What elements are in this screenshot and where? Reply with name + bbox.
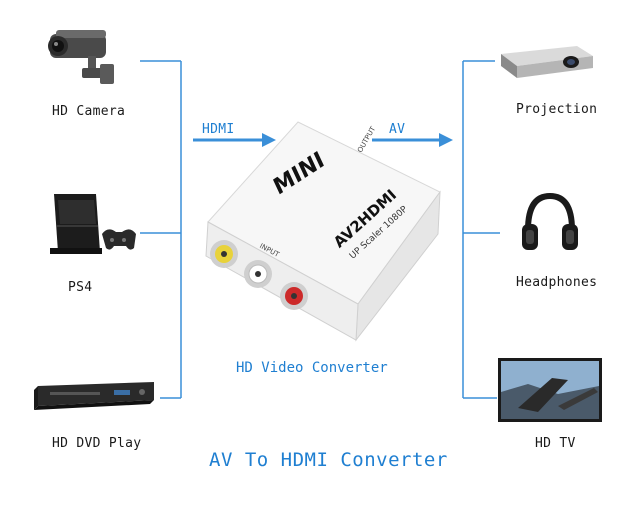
dvd-player-icon bbox=[34, 382, 154, 410]
red-rca-jack bbox=[280, 282, 308, 310]
projection-label: Projection bbox=[516, 102, 598, 117]
yellow-rca-jack bbox=[210, 240, 238, 268]
camera-label: HD Camera bbox=[52, 104, 126, 119]
camera-icon bbox=[48, 30, 114, 84]
ps4-label: PS4 bbox=[68, 280, 93, 295]
hdmi-label: HDMI bbox=[202, 122, 235, 137]
av-label: AV bbox=[389, 122, 406, 137]
headphones-icon bbox=[522, 192, 578, 250]
converter-caption: HD Video Converter bbox=[236, 360, 388, 376]
headphones-label: Headphones bbox=[516, 275, 598, 290]
page-title: AV To HDMI Converter bbox=[209, 449, 448, 471]
av-arrow bbox=[372, 133, 453, 147]
hdmi-arrow bbox=[193, 133, 276, 147]
converter-box bbox=[205, 121, 441, 342]
tv-icon bbox=[498, 358, 602, 422]
tv-label: HD TV bbox=[535, 436, 576, 451]
console-icon bbox=[50, 194, 136, 254]
projector-icon bbox=[501, 46, 593, 78]
dvd-label: HD DVD Play bbox=[52, 436, 142, 451]
white-rca-jack bbox=[244, 260, 272, 288]
